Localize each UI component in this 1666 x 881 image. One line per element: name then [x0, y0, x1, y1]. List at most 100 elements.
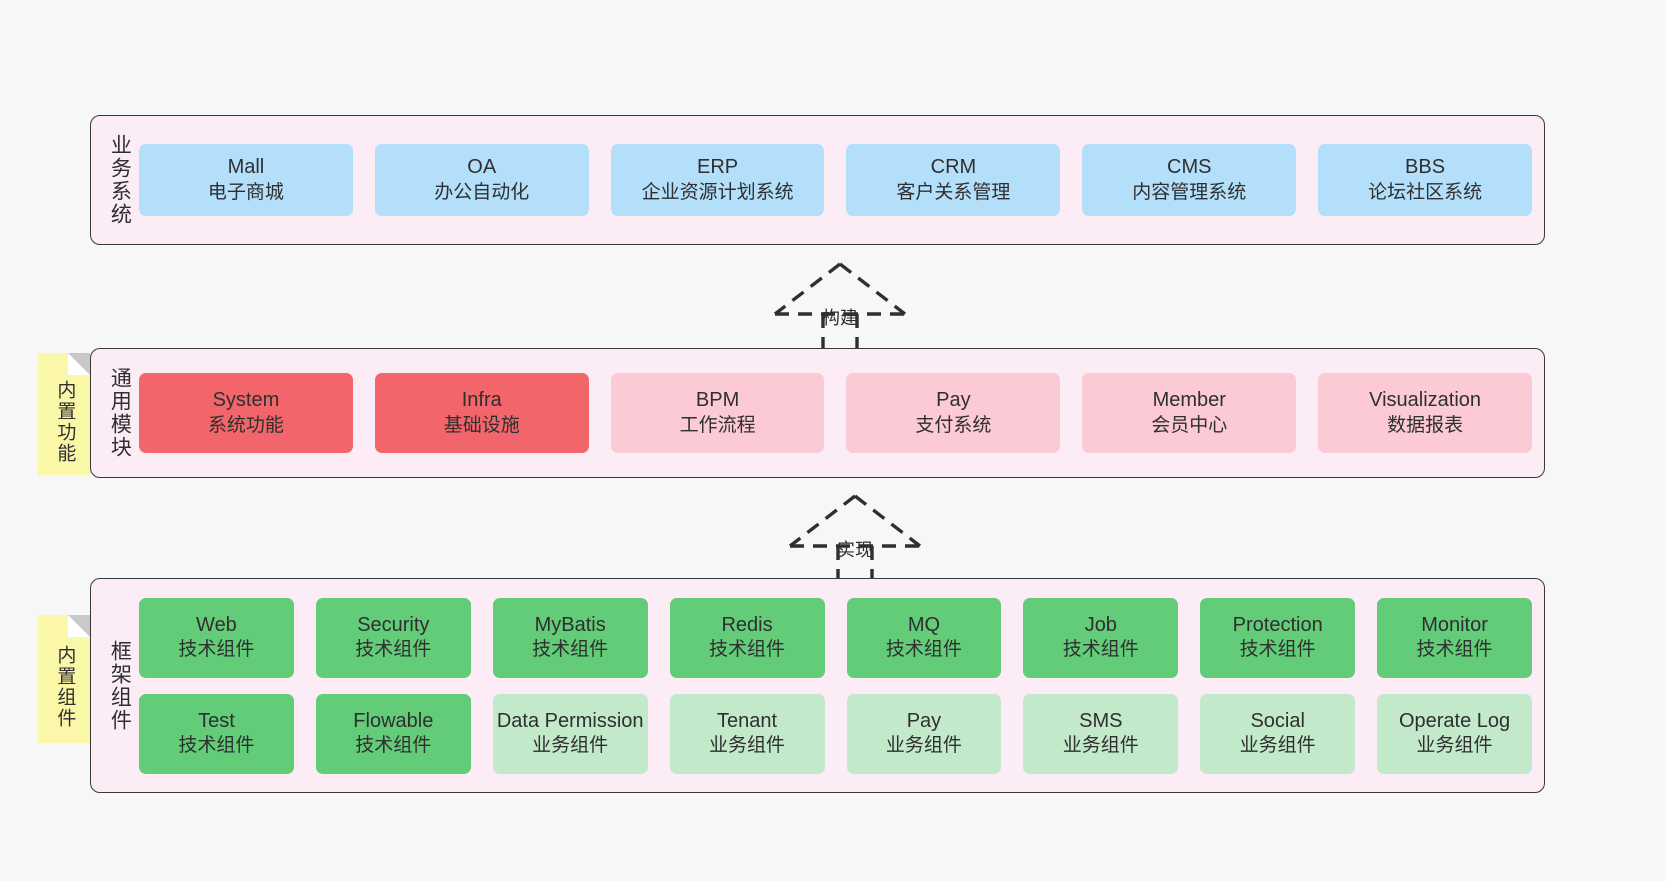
card-infra[interactable]: Infra 基础设施: [374, 373, 589, 453]
common-module-card-grid: System 系统功能 Infra 基础设施 BPM 工作流程 Pay 支付系统…: [139, 359, 1532, 467]
framework-component-card-grid: Web 技术组件 Security 技术组件 MyBatis 技术组件 Redi…: [139, 589, 1532, 782]
connector-build-label: 构建: [822, 308, 858, 328]
card-subtitle: 技术组件: [885, 639, 962, 661]
layer-title-framework-components: 框架组件: [108, 639, 132, 732]
card-subtitle: 业务组件: [1416, 735, 1493, 757]
card-subtitle: 企业资源计划系统: [641, 181, 794, 203]
card-title: Web: [196, 613, 237, 636]
card-tenant[interactable]: Tenant 业务组件: [669, 693, 825, 774]
card-subtitle: 论坛社区系统: [1368, 181, 1483, 203]
card-operate-log[interactable]: Operate Log 业务组件: [1377, 693, 1532, 774]
card-system[interactable]: System 系统功能: [139, 373, 353, 453]
card-subtitle: 业务组件: [885, 735, 962, 757]
card-subtitle: 技术组件: [709, 639, 786, 661]
card-title: MQ: [907, 613, 941, 636]
card-title: Test: [198, 709, 235, 732]
card-title: MyBatis: [534, 613, 606, 636]
layer-title-business-systems: 业务系统: [108, 134, 132, 226]
sticky-note-builtin-components: 内置组件: [38, 615, 90, 743]
card-title: Flowable: [353, 709, 434, 732]
card-flowable[interactable]: Flowable 技术组件: [315, 693, 471, 774]
card-security[interactable]: Security 技术组件: [315, 597, 471, 678]
card-mall[interactable]: Mall 电子商城: [139, 144, 353, 216]
card-subtitle: 支付系统: [915, 414, 992, 436]
layer-common-modules: 通用模块 System 系统功能 Infra 基础设施 BPM 工作流程 Pay…: [90, 348, 1545, 478]
sticky-note-label: 内置组件: [54, 645, 76, 729]
card-title: Pay: [936, 389, 971, 412]
card-job[interactable]: Job 技术组件: [1023, 597, 1179, 678]
card-bbs[interactable]: BBS 论坛社区系统: [1318, 144, 1532, 216]
layer-framework-components: 框架组件 Web 技术组件 Security 技术组件 MyBatis 技术组件…: [90, 578, 1545, 793]
card-pay[interactable]: Pay 支付系统: [846, 373, 1061, 453]
card-subtitle: 业务组件: [709, 735, 786, 757]
layer-title-common-modules: 通用模块: [108, 367, 132, 459]
card-crm[interactable]: CRM 客户关系管理: [846, 144, 1061, 216]
card-title: Member: [1152, 389, 1226, 412]
card-subtitle: 业务组件: [532, 735, 609, 757]
sticky-note-builtin-features: 内置功能: [38, 353, 90, 475]
card-title: Redis: [721, 613, 773, 636]
business-system-card-grid: Mall 电子商城 OA 办公自动化 ERP 企业资源计划系统 CRM 客户关系…: [139, 126, 1532, 234]
card-title: Mall: [227, 156, 265, 179]
card-title: Pay: [906, 709, 942, 732]
card-title: Infra: [461, 389, 502, 412]
connector-implement: 实现: [770, 490, 940, 590]
layer-business-systems: 业务系统 Mall 电子商城 OA 办公自动化 ERP 企业资源计划系统 CRM…: [90, 115, 1545, 245]
card-bpm[interactable]: BPM 工作流程: [610, 373, 825, 453]
card-redis[interactable]: Redis 技术组件: [669, 597, 825, 678]
card-subtitle: 技术组件: [1416, 639, 1493, 661]
card-subtitle: 技术组件: [532, 639, 609, 661]
card-subtitle: 业务组件: [1062, 735, 1139, 757]
card-oa[interactable]: OA 办公自动化: [374, 144, 589, 216]
card-sms[interactable]: SMS 业务组件: [1023, 693, 1179, 774]
card-data-permission[interactable]: Data Permission 业务组件: [492, 693, 648, 774]
card-subtitle: 技术组件: [1239, 639, 1316, 661]
card-title: SMS: [1079, 709, 1123, 732]
connector-build: 构建: [755, 258, 925, 358]
card-subtitle: 内容管理系统: [1132, 181, 1247, 203]
card-subtitle: 技术组件: [178, 639, 255, 661]
card-subtitle: 工作流程: [679, 414, 756, 436]
card-member[interactable]: Member 会员中心: [1082, 373, 1297, 453]
card-subtitle: 电子商城: [207, 181, 284, 203]
card-title: Operate Log: [1398, 709, 1511, 732]
card-mq[interactable]: MQ 技术组件: [846, 597, 1002, 678]
card-title: System: [212, 389, 280, 412]
card-subtitle: 系统功能: [207, 414, 284, 436]
card-title: Job: [1084, 613, 1117, 636]
card-title: Security: [357, 613, 430, 636]
card-web[interactable]: Web 技术组件: [139, 597, 294, 678]
card-subtitle: 业务组件: [1239, 735, 1316, 757]
card-title: Visualization: [1369, 389, 1482, 412]
card-title: Protection: [1232, 613, 1323, 636]
card-social[interactable]: Social 业务组件: [1200, 693, 1356, 774]
card-protection[interactable]: Protection 技术组件: [1200, 597, 1356, 678]
card-subtitle: 客户关系管理: [896, 181, 1011, 203]
card-visualization[interactable]: Visualization 数据报表: [1318, 373, 1532, 453]
card-subtitle: 数据报表: [1387, 414, 1464, 436]
card-title: BBS: [1405, 156, 1446, 179]
card-subtitle: 技术组件: [355, 639, 432, 661]
card-test[interactable]: Test 技术组件: [139, 693, 294, 774]
card-subtitle: 会员中心: [1151, 414, 1228, 436]
card-title: CMS: [1167, 156, 1212, 179]
card-subtitle: 办公自动化: [434, 181, 530, 203]
card-pay-business[interactable]: Pay 业务组件: [846, 693, 1002, 774]
sticky-note-label: 内置功能: [54, 380, 76, 464]
card-title: Data Permission: [496, 709, 644, 732]
card-title: Tenant: [717, 709, 778, 732]
card-cms[interactable]: CMS 内容管理系统: [1082, 144, 1297, 216]
card-title: ERP: [697, 156, 739, 179]
card-erp[interactable]: ERP 企业资源计划系统: [610, 144, 825, 216]
card-subtitle: 基础设施: [443, 414, 520, 436]
card-subtitle: 技术组件: [178, 735, 255, 757]
card-monitor[interactable]: Monitor 技术组件: [1377, 597, 1532, 678]
card-title: CRM: [930, 156, 977, 179]
card-subtitle: 技术组件: [355, 735, 432, 757]
card-title: Social: [1250, 709, 1305, 732]
card-title: OA: [467, 156, 497, 179]
card-subtitle: 技术组件: [1062, 639, 1139, 661]
connector-implement-label: 实现: [837, 540, 873, 560]
card-mybatis[interactable]: MyBatis 技术组件: [492, 597, 648, 678]
